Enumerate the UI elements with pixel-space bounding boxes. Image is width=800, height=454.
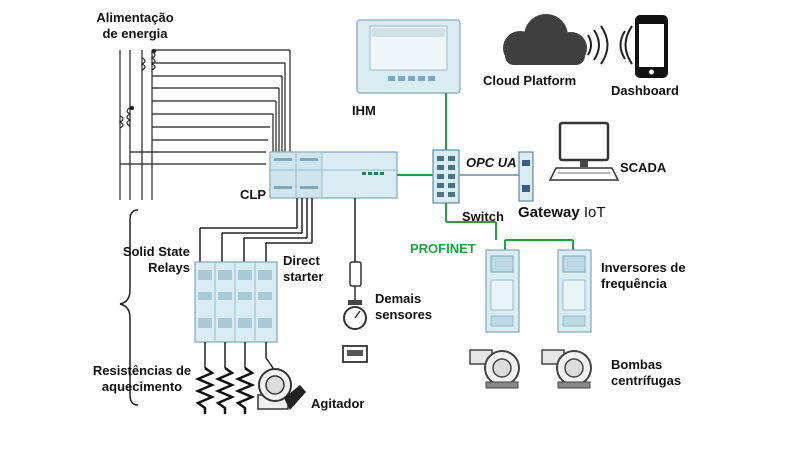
sensor-icon (342, 261, 368, 363)
hmi-panel-icon (356, 19, 461, 94)
direct-starter-label: Direct starter (283, 253, 324, 284)
network-switch-icon (432, 149, 460, 204)
agitator-label: Agitador (311, 396, 365, 411)
gateway-label: Gateway IoT (518, 205, 606, 221)
cloud-platform-label: Cloud Platform (483, 73, 577, 88)
other-sensors-label: Demais sensores (375, 291, 433, 322)
heaters-label: Resistências de aquecimento (92, 363, 192, 394)
wireless-signal-icon (587, 25, 633, 65)
plc-controller-icon (269, 151, 398, 199)
smartphone-icon (635, 15, 668, 78)
iot-gateway-icon (518, 151, 534, 202)
transformer-coils (118, 48, 157, 129)
solid-state-relays-label: Solid State Relays (122, 244, 190, 275)
resistor-heater-icon (194, 366, 256, 414)
cloud-icon (503, 14, 587, 65)
gateway-label-bold: Gateway (518, 204, 580, 221)
plc-label: CLP (240, 187, 266, 202)
switch-label: Switch (462, 209, 504, 224)
hmi-label: IHM (352, 103, 376, 118)
frequency-inverters-label: Inversores de frequência (601, 260, 686, 291)
profinet-bus (445, 203, 574, 250)
centrifugal-pump-icon (541, 349, 592, 389)
frequency-inverter-icon (485, 249, 520, 333)
frequency-inverter-icon (557, 249, 592, 333)
scada-label: SCADA (620, 160, 667, 175)
power-lines (119, 49, 291, 200)
relay-block-icon (194, 261, 278, 343)
gateway-label-iot: IoT (579, 204, 606, 221)
power-supply-label: Alimentação de energia (96, 10, 174, 41)
dashboard-label: Dashboard (611, 83, 679, 98)
centrifugal-pump-icon (469, 349, 520, 389)
centrifugal-pumps-label: Bombas centrífugas (611, 357, 682, 388)
heater-brace (119, 209, 139, 406)
profinet-label: PROFINET (410, 241, 476, 256)
opcua-label: OPC UA (466, 155, 517, 170)
desktop-computer-icon (548, 121, 620, 181)
plc-output-lines (199, 198, 356, 262)
motor-icon (257, 368, 306, 410)
